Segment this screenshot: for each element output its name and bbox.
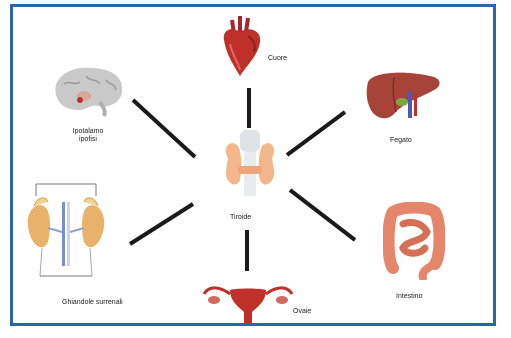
adrenal-glands-icon: [24, 182, 108, 278]
connector-intestine: [290, 190, 355, 240]
thyroid-label: Tiroide: [230, 214, 251, 222]
thyroid-icon: [220, 128, 280, 198]
brain-hypothalamus-icon: [50, 64, 130, 118]
brain-label: Ipotalamo ipofisi: [66, 128, 110, 144]
liver-label: Fegato: [390, 137, 412, 145]
heart-icon: [218, 14, 266, 78]
connector-brain: [133, 100, 195, 157]
uterus-ovary-icon: [200, 276, 296, 328]
ovary-label: Ovaie: [293, 308, 311, 316]
intestine-label: Intestino: [396, 293, 422, 301]
adrenal-label: Ghiandole surrenali: [62, 299, 123, 307]
heart-label: Cuore: [268, 55, 287, 63]
intestine-icon: [383, 202, 445, 280]
connector-liver: [287, 112, 345, 155]
connector-adrenal: [130, 204, 193, 244]
liver-icon: [364, 68, 444, 124]
